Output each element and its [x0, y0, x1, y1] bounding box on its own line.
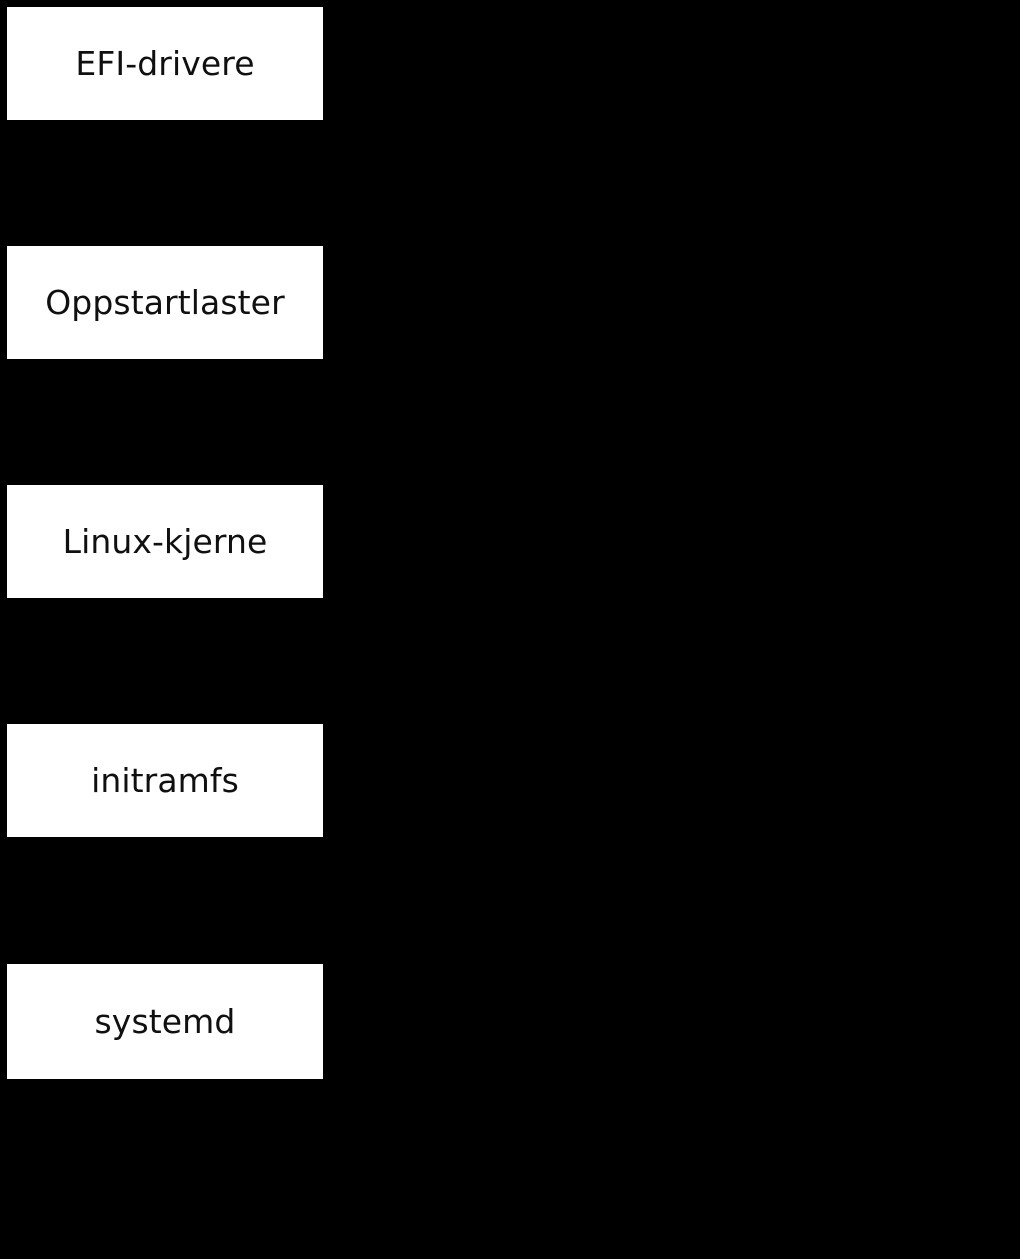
node-label: systemd — [94, 1002, 236, 1041]
node-label: EFI-drivere — [75, 44, 255, 83]
diagram-node-systemd[interactable]: systemd — [7, 964, 323, 1079]
diagram-node-oppstartlaster[interactable]: Oppstartlaster — [7, 246, 323, 359]
node-label: initramfs — [91, 761, 239, 800]
diagram-node-efi-drivere[interactable]: EFI-drivere — [7, 7, 323, 120]
node-label: Oppstartlaster — [45, 283, 285, 322]
diagram-node-linux-kjerne[interactable]: Linux-kjerne — [7, 485, 323, 598]
diagram-node-initramfs[interactable]: initramfs — [7, 724, 323, 837]
node-label: Linux-kjerne — [62, 522, 268, 561]
